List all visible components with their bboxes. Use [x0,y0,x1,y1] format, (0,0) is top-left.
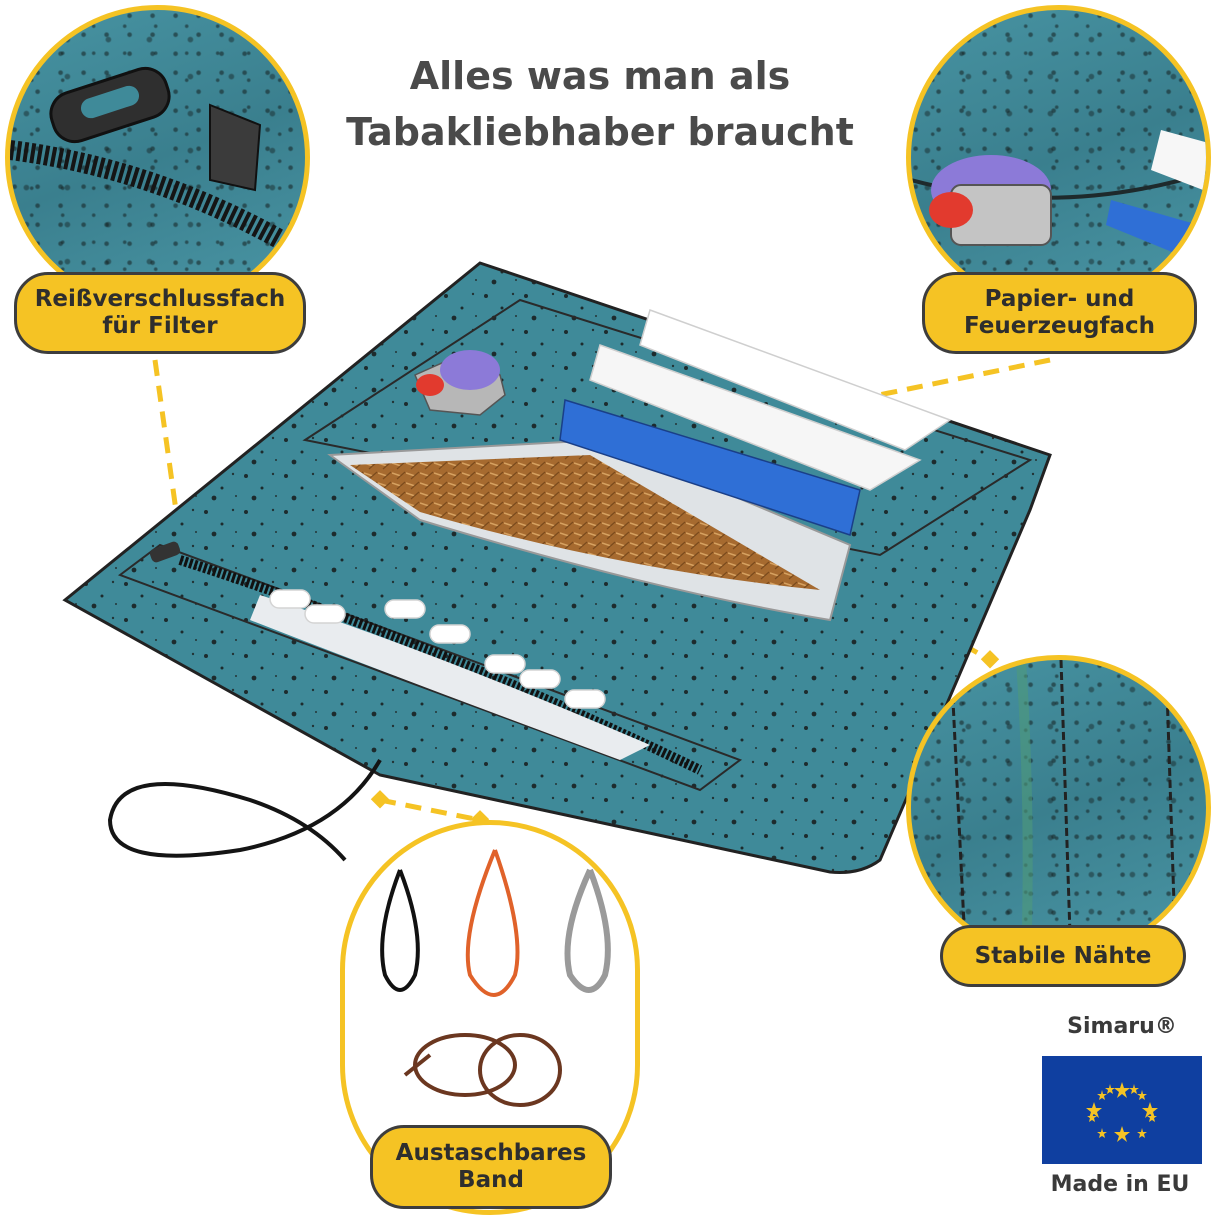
seams-detail-image [949,660,1178,955]
seams-label: Stabile Nähte [940,925,1186,987]
band-label: Austaschbares Band [370,1125,612,1209]
band-label-line-1: Austaschbares [395,1140,587,1166]
seams-label-line-1: Stabile Nähte [974,942,1152,969]
eu-flag [1042,1056,1202,1164]
paper-label-line-1: Papier- und [984,286,1135,312]
paper-detail-circle [906,5,1211,310]
eu-stars [1086,1082,1158,1142]
zipper-detail-circle [5,5,310,310]
title-line-1: Alles was man als [409,54,791,98]
page-title: Alles was man als Tabakliebhaber braucht [300,48,900,160]
seams-detail-circle [906,655,1211,960]
connector-band [379,797,481,823]
connector-zipper [152,359,188,576]
paper-detail-image [911,130,1206,266]
made-in-eu-text: Made in EU [1050,1172,1190,1197]
title-line-2: Tabakliebhaber braucht [346,110,854,154]
zipper-label-line-2: für Filter [102,313,218,339]
zipper-compartment-label: Reißverschlussfach für Filter [14,272,306,354]
brand-name: Simaru® [1067,1014,1177,1039]
zipper-label-line-1: Reißverschlussfach [34,286,286,312]
bands-detail-image [380,849,611,1107]
band-label-line-2: Band [458,1167,524,1193]
paper-label-line-2: Feuerzeugfach [963,313,1156,339]
paper-compartment-label: Papier- und Feuerzeugfach [922,272,1197,354]
zipper-detail-image [10,66,305,266]
